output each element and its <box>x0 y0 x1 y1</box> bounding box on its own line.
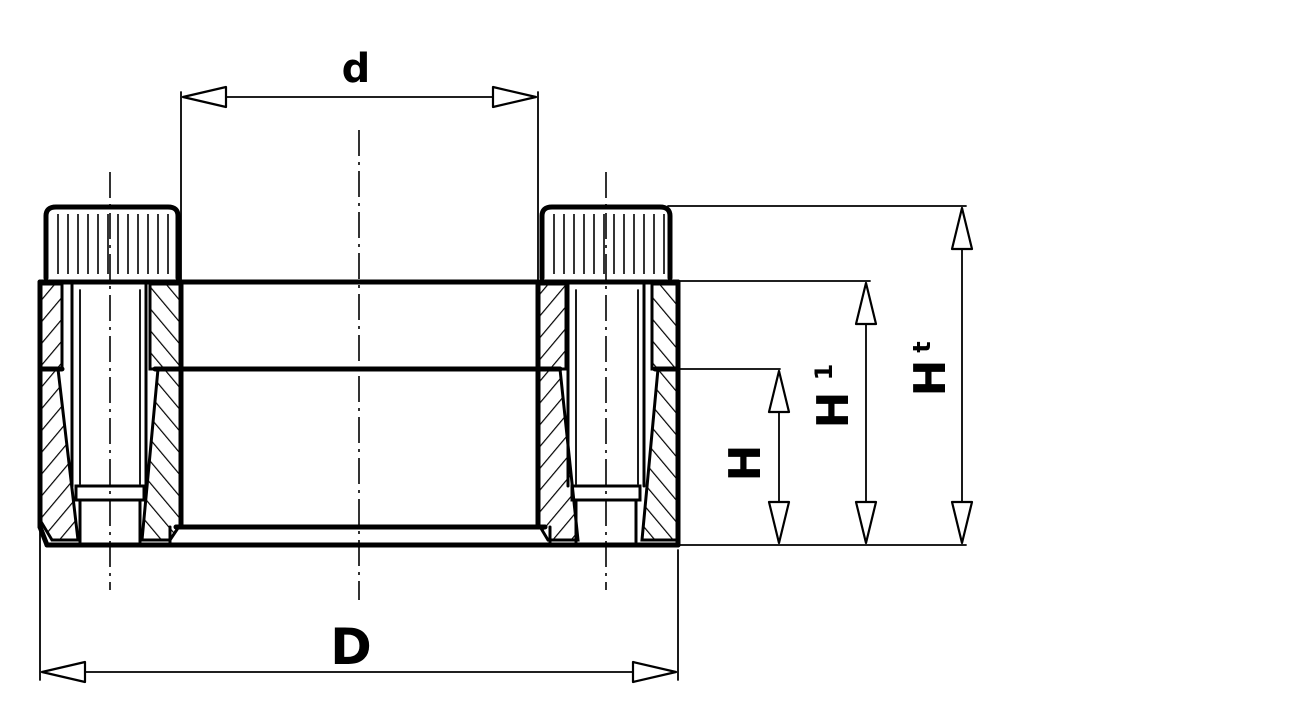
label-d: d <box>342 46 371 92</box>
label-D: D <box>330 618 372 676</box>
label-H: H <box>720 445 771 482</box>
dimension-H <box>767 369 791 545</box>
arrow-D-left <box>40 660 87 684</box>
section-right-inner <box>537 282 580 542</box>
extension-lines-height <box>667 205 967 546</box>
arrow-H1-bottom <box>854 500 878 545</box>
right-bolt-knurl <box>553 214 665 274</box>
label-H1: H <box>808 392 859 429</box>
section-left-inner <box>140 282 182 542</box>
arrow-d-left <box>181 85 228 109</box>
dimension-Ht <box>950 206 974 545</box>
left-bolt <box>43 204 181 544</box>
arrow-Ht-bottom <box>950 500 974 545</box>
arrow-Ht-top <box>950 206 974 251</box>
hatched-sections <box>38 282 680 542</box>
dimension-D <box>39 529 679 684</box>
arrow-H1-top <box>854 281 878 326</box>
dimension-d <box>180 85 539 283</box>
label-H1-subscript: 1 <box>810 364 838 381</box>
arrow-D-right <box>631 660 678 684</box>
section-right-outer <box>640 282 680 542</box>
arrow-d-right <box>491 85 538 109</box>
arrow-H-top <box>767 369 791 414</box>
section-left-outer <box>38 282 80 542</box>
dimension-H1 <box>854 281 878 545</box>
label-Ht-subscript: t <box>908 341 936 352</box>
left-bolt-knurl <box>57 214 169 274</box>
left-bolt-head <box>43 204 181 281</box>
arrow-H-bottom <box>767 500 791 545</box>
label-Ht: H <box>905 360 956 397</box>
center-lines <box>109 130 607 600</box>
